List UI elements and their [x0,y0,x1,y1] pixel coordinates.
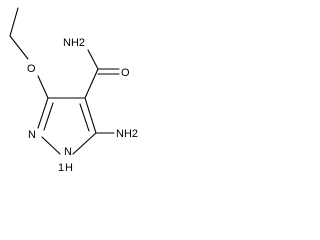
ring-n2-c3-bond [37,97,49,129]
ether-oxygen-label: O [27,63,36,75]
ring-c5-n1-bond [72,132,97,155]
ring-c4-c5-double-bond [79,103,90,132]
c4-carbonyl-bond [84,68,99,99]
carbonyl-nh2-bond [87,49,99,70]
ethyl-ch2-o-bond [9,35,29,60]
amide-nitrogen-label: NH2 [63,37,85,49]
amino-nitrogen-label: NH2 [116,128,138,140]
ring-nitrogen-label: N [28,129,36,141]
ring-nitrogen-h-label: N [64,146,72,158]
ring-n1-n2-bond [41,136,61,155]
ring-n2-c3-double-bond [43,102,54,131]
pyrazole-structure-diagram: NH2 O O N N 1 H NH2 [9,7,138,174]
ethyl-ch3-bond [9,7,19,37]
ether-o-c3-bond [37,75,49,99]
ring-nitrogen-hydrogen-label: H [65,162,73,174]
carbonyl-oxygen-label: O [121,67,130,79]
ring-c4-c5-bond [84,97,97,134]
ring-nitrogen-prefix-label: 1 [58,162,64,174]
